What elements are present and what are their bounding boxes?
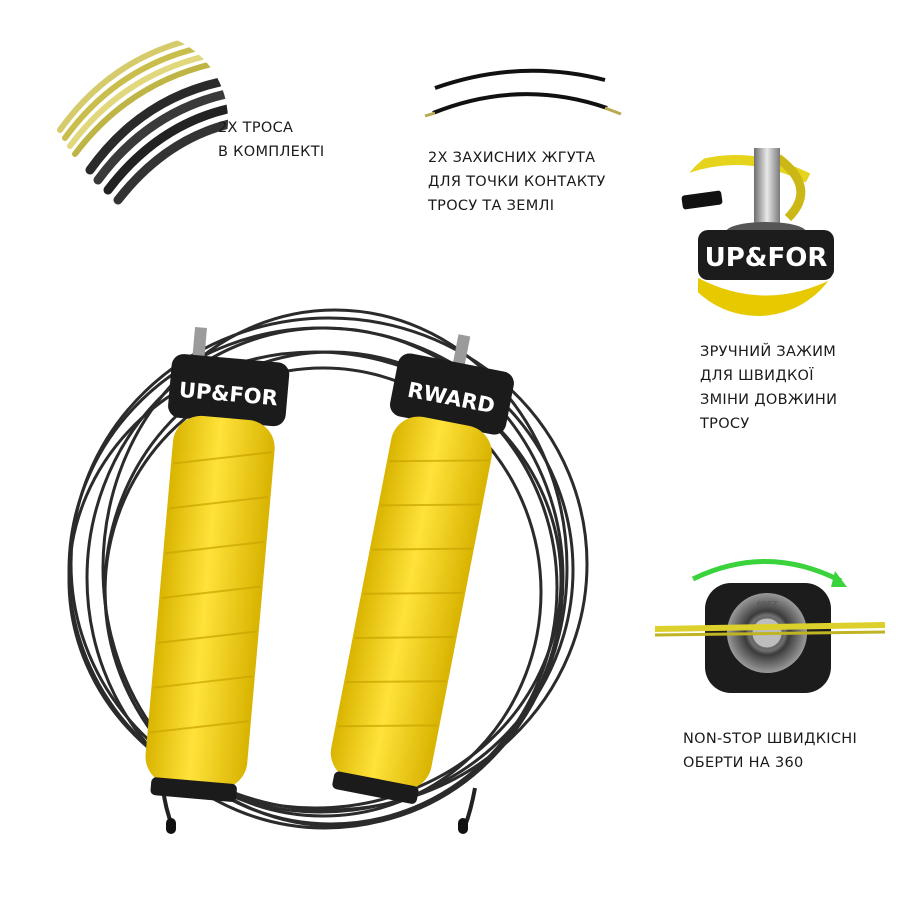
cable-coil-icon — [57, 37, 228, 205]
caption-line: 2Х ЗАХИСНИХ ЖГУТА — [428, 150, 596, 166]
clamp-icon: UP&FOR — [681, 148, 834, 316]
cable-end-tip-left — [166, 818, 176, 834]
bearing-icon: 608Z — [654, 559, 886, 693]
caption-bearing: NON-STOP ШВИДКІСНІ ОБЕРТИ НА 360 — [683, 727, 857, 775]
bearing-mark: 608Z — [757, 600, 778, 609]
caption-line: ЗМІНИ ДОВЖИНИ — [700, 392, 838, 408]
rotation-arrow-icon — [691, 559, 847, 587]
caption-line: ДЛЯ ШВИДКОЇ — [700, 368, 814, 384]
caption-line: ДЛЯ ТОЧКИ КОНТАКТУ — [428, 174, 606, 190]
jump-rope-product: UP&FOR RWARD — [67, 308, 589, 834]
rope-cable — [67, 308, 589, 830]
right-handle: RWARD — [330, 334, 514, 804]
caption-line: 2Х ТРОСА — [218, 120, 294, 136]
caption-sleeves: 2Х ЗАХИСНИХ ЖГУТА ДЛЯ ТОЧКИ КОНТАКТУ ТРО… — [428, 146, 606, 218]
left-handle: UP&FOR — [145, 326, 290, 802]
cable-end-tip-right — [458, 818, 468, 834]
caption-cables: 2Х ТРОСА В КОМПЛЕКТІ — [218, 116, 324, 164]
caption-line: ТРОСУ — [700, 416, 750, 432]
caption-line: ЗРУЧНИЙ ЗАЖИМ — [700, 344, 837, 360]
caption-line: В КОМПЛЕКТІ — [218, 144, 325, 160]
protective-sleeve-icon — [424, 68, 622, 118]
caption-line: ОБЕРТИ НА 360 — [683, 755, 804, 771]
caption-line: NON-STOP ШВИДКІСНІ — [683, 731, 858, 747]
brand-label-clamp: UP&FOR — [705, 243, 828, 273]
caption-line: ТРОСУ ТА ЗЕМЛІ — [428, 198, 555, 214]
caption-clamp: ЗРУЧНИЙ ЗАЖИМ ДЛЯ ШВИДКОЇ ЗМІНИ ДОВЖИНИ … — [700, 340, 837, 436]
